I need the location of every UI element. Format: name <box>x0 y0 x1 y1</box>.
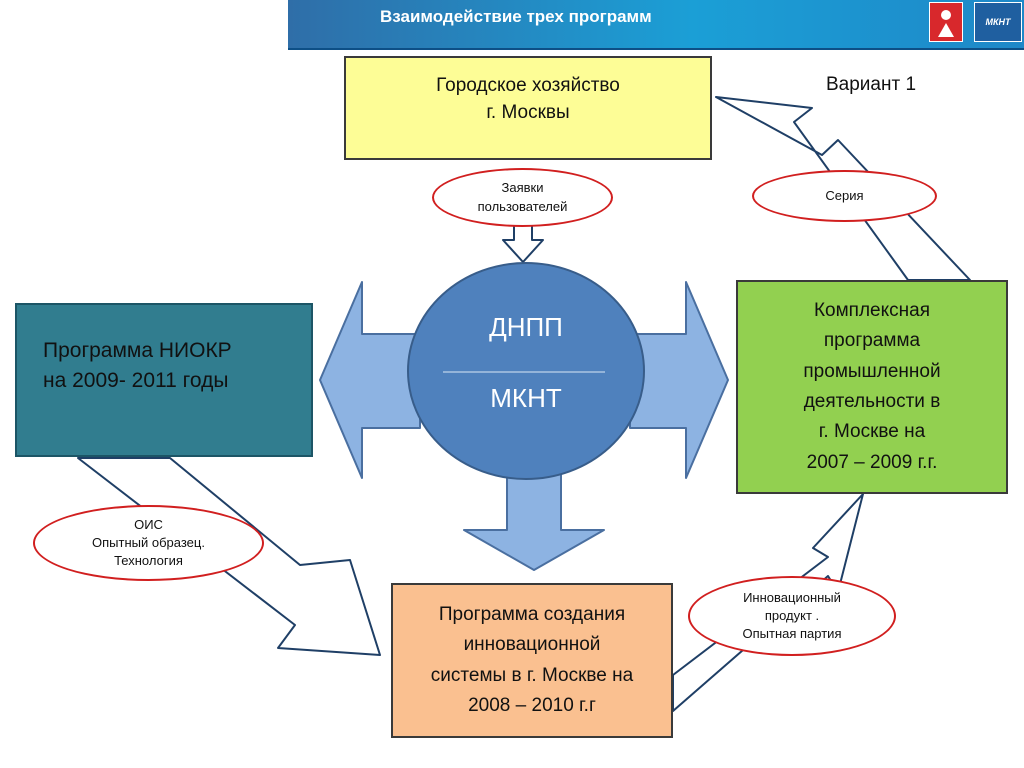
center-label-mknt: МКНТ <box>490 383 562 413</box>
niokr-program-box: Программа НИОКР на 2009- 2011 годы <box>15 303 313 457</box>
center-circle <box>407 262 645 480</box>
title-bar: Взаимодействие трех программ МКНТ <box>288 0 1024 50</box>
requests-down-arrow <box>502 224 544 263</box>
series-label: Серия <box>752 170 937 222</box>
blue-arrow-left <box>319 281 421 479</box>
ois-prototype-label: ОИС Опытный образец. Технология <box>33 505 264 581</box>
blue-arrow-right <box>629 281 729 479</box>
mknt-logo: МКНТ <box>974 2 1022 42</box>
niokr-program-text: Программа НИОКР на 2009- 2011 годы <box>43 338 232 392</box>
center-label-dnpp: ДНПП <box>489 312 563 342</box>
moscow-coat-of-arms-logo <box>929 2 963 42</box>
user-requests-text: Заявки пользователей <box>477 180 568 214</box>
innovative-product-label: Инновационный продукт . Опытная партия <box>688 576 896 656</box>
variant-label: Вариант 1 <box>826 74 917 95</box>
innovation-system-text: Программа создания инновационной системы… <box>430 603 634 716</box>
city-economy-box: Городское хозяйство г. Москвы <box>344 56 712 160</box>
innovation-system-box: Программа создания инновационной системы… <box>391 583 673 738</box>
slide-title: Взаимодействие трех программ <box>380 7 652 26</box>
user-requests-label: Заявки пользователей <box>432 168 613 227</box>
complex-program-box: Комплексная программа промышленной деяте… <box>736 280 1008 494</box>
series-text: Серия <box>825 187 864 203</box>
outline-arrow-innov-to-complex <box>672 493 864 712</box>
innovative-product-text: Инновационный продукт . Опытная партия <box>742 589 842 642</box>
complex-program-text: Комплексная программа промышленной деяте… <box>803 299 941 473</box>
ois-prototype-text: ОИС Опытный образец. Технология <box>92 516 205 569</box>
city-economy-text: Городское хозяйство г. Москвы <box>436 75 620 123</box>
